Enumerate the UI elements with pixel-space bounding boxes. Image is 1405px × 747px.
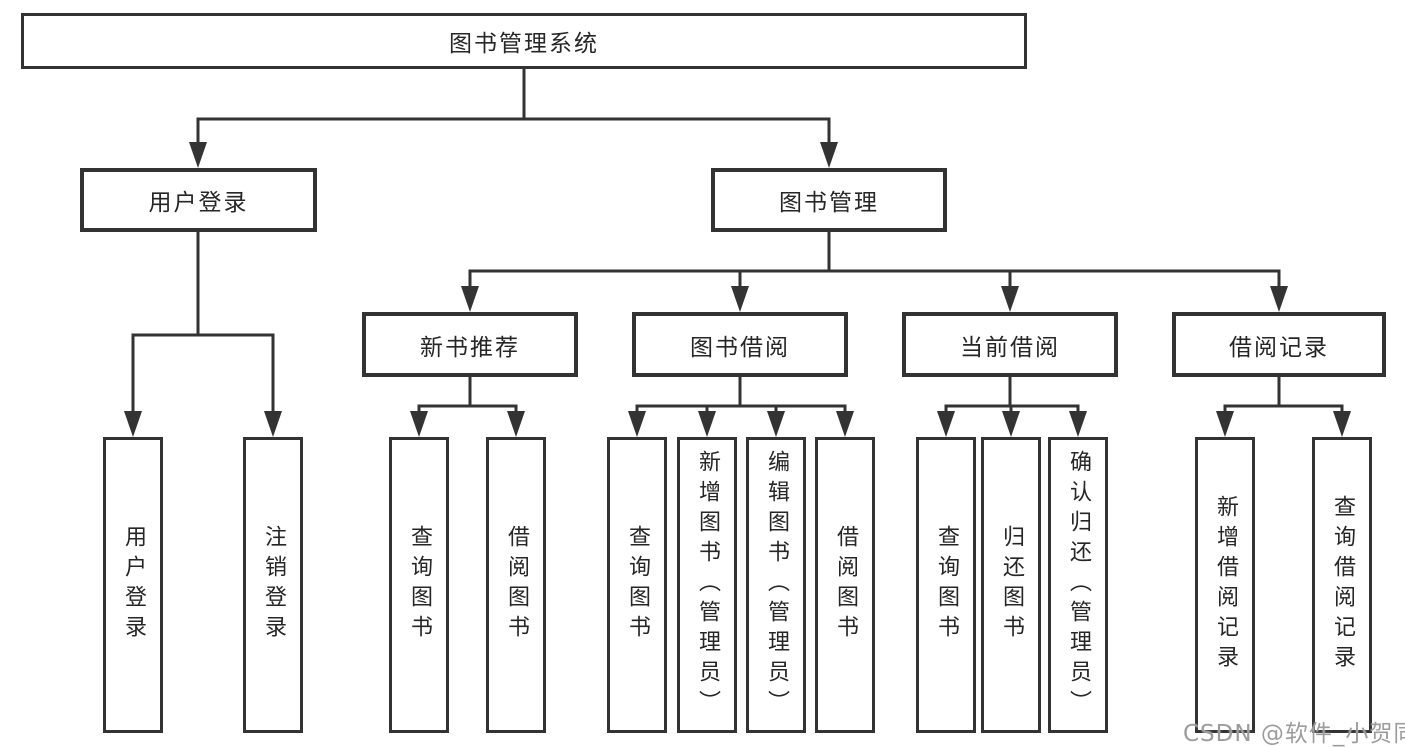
arrowhead xyxy=(698,411,716,437)
node-book-borrowing: 图书借阅 xyxy=(632,312,848,377)
leaf-user-login: 用户登录 xyxy=(103,437,163,733)
arrowhead xyxy=(820,142,838,168)
arrowhead xyxy=(189,142,207,168)
arrowhead xyxy=(1002,411,1020,437)
node-new-book-recommendation: 新书推荐 xyxy=(362,312,578,377)
arrowhead xyxy=(1216,411,1234,437)
arrowhead xyxy=(461,286,479,312)
leaf-add-book-admin: 新增图书（管理员） xyxy=(677,437,737,733)
arrowhead xyxy=(1333,411,1351,437)
leaf-edit-book-admin: 编辑图书（管理员） xyxy=(746,437,806,733)
leaf-query-books-recommend: 查询图书 xyxy=(389,437,449,733)
leaf-add-borrow-record: 新增借阅记录 xyxy=(1195,437,1255,733)
node-library-management-system: 图书管理系统 xyxy=(21,13,1027,69)
node-user-login: 用户登录 xyxy=(80,168,317,232)
arrowhead xyxy=(507,411,525,437)
leaf-query-books-borrow: 查询图书 xyxy=(607,437,667,733)
node-borrowing-records: 借阅记录 xyxy=(1172,312,1386,377)
arrowhead xyxy=(1270,286,1288,312)
leaf-query-books-current: 查询图书 xyxy=(916,437,976,733)
arrowhead xyxy=(937,411,955,437)
leaf-borrow-books: 借阅图书 xyxy=(815,437,875,733)
leaf-logout: 注销登录 xyxy=(243,437,303,733)
arrowhead xyxy=(264,411,282,437)
node-book-management: 图书管理 xyxy=(711,168,947,232)
node-current-borrowing: 当前借阅 xyxy=(902,312,1118,377)
csdn-watermark: CSDN @软件_小贺同学 xyxy=(1183,721,1405,747)
leaf-confirm-return-admin: 确认归还（管理员） xyxy=(1048,437,1108,733)
arrowhead xyxy=(628,411,646,437)
arrowhead xyxy=(410,411,428,437)
arrowhead xyxy=(124,411,142,437)
arrowhead xyxy=(767,411,785,437)
arrowhead xyxy=(1001,286,1019,312)
connector-paths xyxy=(131,69,1344,415)
arrowhead xyxy=(731,286,749,312)
arrowhead xyxy=(836,411,854,437)
arrowhead xyxy=(1069,411,1087,437)
leaf-borrow-books-recommend: 借阅图书 xyxy=(486,437,546,733)
leaf-return-books: 归还图书 xyxy=(981,437,1041,733)
leaf-query-borrow-record: 查询借阅记录 xyxy=(1312,437,1372,733)
arrowheads xyxy=(124,142,1351,437)
